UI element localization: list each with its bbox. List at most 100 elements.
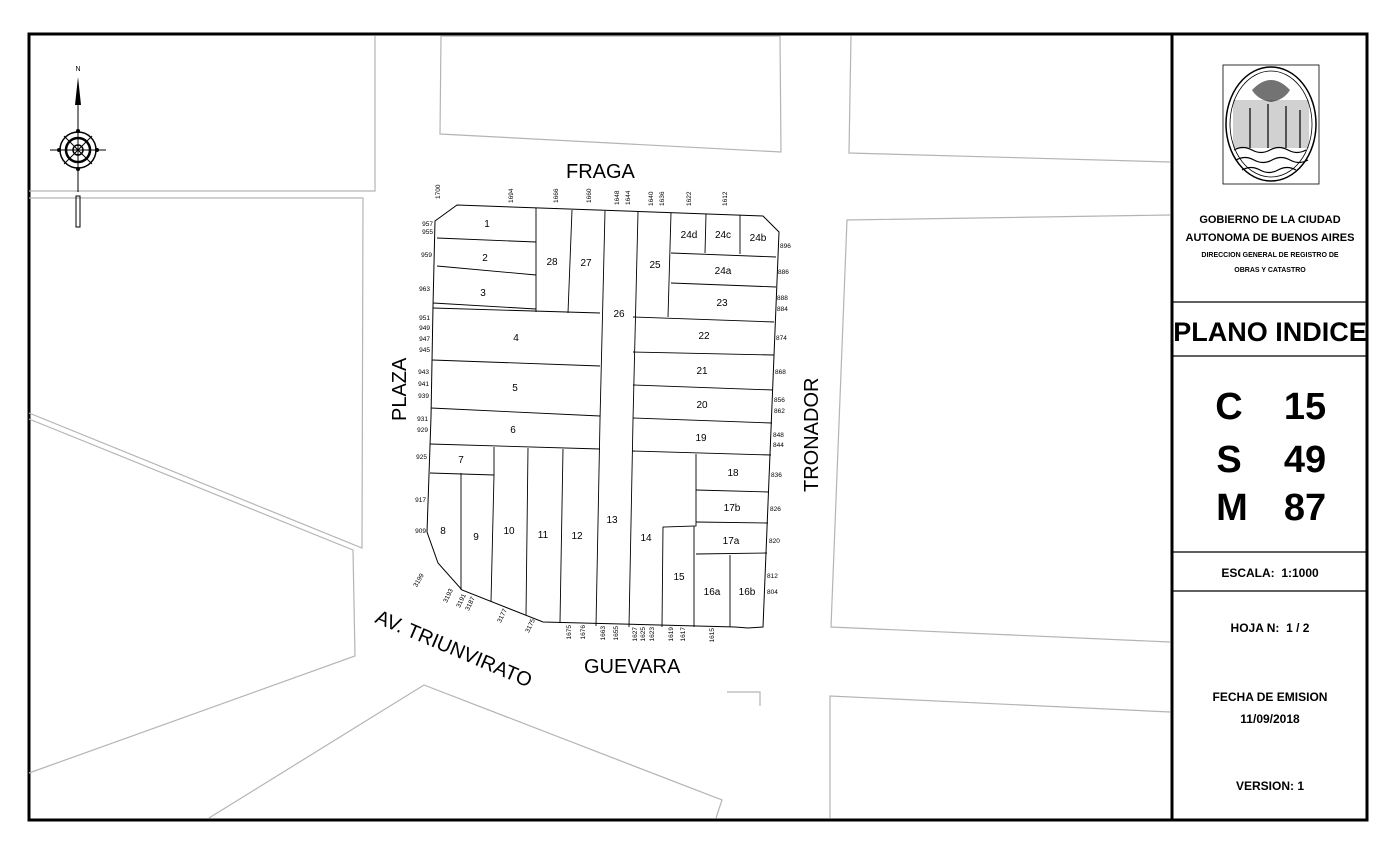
- door-number: 1676: [580, 625, 587, 640]
- door-numbers-plaza: 957 955 959 963 951 949 947 945 943 941 …: [415, 221, 433, 535]
- gov-line-1: GOBIERNO DE LA CIUDAD: [1199, 214, 1340, 226]
- door-number: 1694: [508, 188, 515, 203]
- lot-27: 27: [580, 258, 592, 269]
- door-number: 1625: [640, 627, 647, 642]
- lot-6: 6: [510, 425, 516, 436]
- gov-line-2: AUTONOMA DE BUENOS AIRES: [1186, 232, 1355, 244]
- door-number: 909: [415, 528, 426, 535]
- s-value: 49: [1284, 439, 1326, 481]
- title-block-texts: GOBIERNO DE LA CIUDAD AUTONOMA DE BUENOS…: [1173, 214, 1367, 793]
- door-number: 941: [418, 381, 429, 388]
- c-value: 15: [1284, 386, 1326, 428]
- lot-16b: 16b: [739, 587, 756, 598]
- block-northeast: [848, 35, 1171, 163]
- door-number: 1648: [614, 190, 621, 205]
- city-coat-of-arms-icon: [1222, 64, 1320, 185]
- door-number: 1640: [648, 191, 655, 206]
- door-number: 868: [775, 369, 786, 376]
- north-arrow-icon: [75, 77, 81, 105]
- door-number: 844: [773, 442, 784, 449]
- lot-1: 1: [484, 219, 490, 230]
- lot-23: 23: [716, 298, 728, 309]
- outer-frame: [27, 32, 1369, 822]
- block-west: [28, 197, 364, 549]
- lot-18: 18: [727, 468, 739, 479]
- c-label: C: [1215, 386, 1242, 428]
- door-number: 1636: [659, 191, 666, 206]
- door-number: 1619: [668, 627, 675, 642]
- lot-24d: 24d: [681, 230, 698, 241]
- main-block-outline: [426, 204, 780, 629]
- lot-12: 12: [571, 531, 583, 542]
- lot-17b: 17b: [724, 503, 741, 514]
- lot-4: 4: [513, 333, 519, 344]
- door-number: 939: [418, 393, 429, 400]
- gov-line-4: OBRAS Y CATASTRO: [1234, 267, 1306, 274]
- door-number: 848: [773, 432, 784, 439]
- door-number: 917: [415, 497, 426, 504]
- door-number: 1644: [625, 190, 632, 205]
- door-number: 1655: [613, 626, 620, 641]
- lot-8: 8: [440, 526, 446, 537]
- lot-24b: 24b: [750, 233, 767, 244]
- door-numbers-triunvirato: 3199 3193 3191 3187 3177 3175: [412, 572, 537, 634]
- lot-11: 11: [538, 530, 549, 541]
- block-south: [208, 684, 723, 819]
- door-number: 874: [776, 335, 787, 342]
- lot-16a: 16a: [704, 587, 721, 598]
- surrounding-blocks: [28, 35, 1171, 819]
- door-number: 957: [422, 221, 433, 228]
- version-label: VERSION: 1: [1236, 779, 1304, 793]
- lot-17a: 17a: [723, 536, 740, 547]
- door-number: 820: [769, 538, 780, 545]
- s-label: S: [1216, 439, 1241, 481]
- door-number: 955: [422, 229, 433, 236]
- door-number: 1627: [632, 627, 639, 642]
- door-number: 931: [417, 416, 428, 423]
- door-number: 3193: [442, 588, 455, 604]
- door-number: 3199: [412, 572, 425, 588]
- lot-21: 21: [696, 366, 708, 377]
- street-fraga: FRAGA: [566, 161, 636, 183]
- gov-line-3: DIRECCION GENERAL DE REGISTRO DE: [1201, 252, 1338, 259]
- street-guevara: GUEVARA: [584, 656, 681, 678]
- door-number: 3177: [496, 608, 509, 624]
- block-south-small: [727, 691, 761, 706]
- door-number: 1666: [553, 188, 560, 203]
- north-label: N: [75, 66, 80, 73]
- door-number: 3175: [524, 618, 537, 634]
- door-number: 1622: [686, 191, 693, 206]
- door-number: 862: [774, 408, 785, 415]
- m-label: M: [1216, 487, 1248, 529]
- street-tronador: TRONADOR: [801, 378, 823, 492]
- lot-14: 14: [640, 533, 652, 544]
- block-east: [830, 214, 1171, 643]
- block-northwest: [29, 36, 376, 192]
- m-value: 87: [1284, 487, 1326, 529]
- door-number: 1675: [566, 625, 573, 640]
- title-block-separators: [1172, 301, 1367, 592]
- door-number: 856: [774, 397, 785, 404]
- lot-28: 28: [546, 257, 558, 268]
- issue-date-value: 11/09/2018: [1240, 712, 1300, 726]
- lot-2: 2: [482, 253, 488, 264]
- door-number: 963: [419, 286, 430, 293]
- door-number: 1663: [600, 626, 607, 641]
- block-southwest: [28, 418, 356, 774]
- lot-5: 5: [512, 383, 518, 394]
- door-numbers-guevara: 1675 1676 1663 1655 1627 1625 1623 1619 …: [566, 625, 716, 643]
- lot-7: 7: [458, 455, 464, 466]
- lot-10: 10: [503, 526, 515, 537]
- lot-24a: 24a: [715, 266, 732, 277]
- plan-title: PLANO INDICE: [1173, 317, 1367, 347]
- door-number: 959: [421, 252, 432, 259]
- lot-26: 26: [613, 309, 625, 320]
- lot-9: 9: [473, 532, 479, 543]
- lot-24c: 24c: [715, 230, 731, 241]
- door-number: 826: [770, 506, 781, 513]
- lot-divider-lines: [429, 208, 777, 628]
- door-number: 949: [419, 325, 430, 332]
- block-southeast: [829, 695, 1171, 818]
- lot-22: 22: [698, 331, 710, 342]
